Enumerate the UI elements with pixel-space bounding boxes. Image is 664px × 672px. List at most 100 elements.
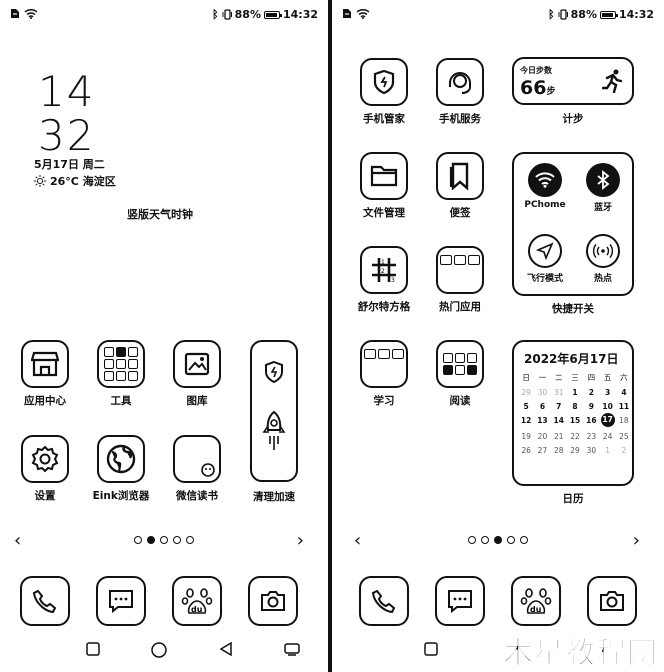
app-wechat-read[interactable]: 微信读书 bbox=[165, 435, 229, 503]
calendar-day[interactable]: 16 bbox=[586, 416, 597, 425]
globe-icon bbox=[106, 444, 136, 474]
app-center[interactable]: 应用中心 bbox=[13, 340, 77, 408]
calendar-day-today[interactable]: 17 bbox=[600, 413, 615, 427]
calendar-day[interactable]: 1 bbox=[572, 388, 578, 397]
wifi-toggle[interactable]: PChome bbox=[518, 163, 572, 210]
page-dot-active[interactable] bbox=[494, 536, 502, 544]
page-dot-active[interactable] bbox=[147, 536, 155, 544]
app-popular[interactable]: 热门应用 bbox=[428, 246, 492, 314]
calendar-day[interactable]: 10 bbox=[602, 402, 613, 411]
calendar-day[interactable]: 2 bbox=[588, 388, 594, 397]
calendar-day[interactable]: 26 bbox=[521, 446, 531, 455]
calendar-day[interactable]: 29 bbox=[570, 446, 580, 455]
dock-baidu[interactable]: du bbox=[165, 576, 229, 626]
dock-baidu[interactable]: du bbox=[504, 576, 568, 626]
calendar-day[interactable]: 29 bbox=[521, 388, 531, 397]
calendar-day[interactable]: 7 bbox=[556, 402, 562, 411]
calendar-weekday: 日 bbox=[522, 373, 530, 382]
bookmark-icon bbox=[449, 162, 469, 190]
app-settings[interactable]: 设置 bbox=[13, 435, 77, 503]
svg-text:2: 2 bbox=[381, 268, 385, 275]
calendar-day[interactable]: 21 bbox=[553, 432, 564, 441]
calendar-day[interactable]: 20 bbox=[537, 432, 548, 441]
keyboard-toggle-icon[interactable] bbox=[284, 642, 300, 656]
calendar-day[interactable]: 12 bbox=[520, 416, 532, 425]
dock-camera[interactable] bbox=[580, 576, 644, 626]
calendar-day[interactable]: 19 bbox=[521, 432, 531, 441]
calendar-day[interactable]: 27 bbox=[537, 446, 548, 455]
app-tools[interactable]: 工具 bbox=[89, 340, 153, 408]
prev-page-button[interactable]: ‹ bbox=[14, 530, 22, 551]
weather-text: 26°C 海淀区 bbox=[50, 175, 116, 188]
calendar-day[interactable]: 9 bbox=[588, 402, 594, 411]
calendar-day[interactable]: 1 bbox=[605, 446, 611, 455]
home-icon[interactable] bbox=[151, 642, 167, 658]
calendar-day[interactable]: 31 bbox=[553, 388, 564, 397]
step-counter-widget[interactable]: 今日步数 66步 bbox=[512, 57, 634, 105]
calendar-weekday: 二 bbox=[554, 373, 563, 382]
calendar-day[interactable]: 6 bbox=[539, 402, 546, 411]
back-icon[interactable] bbox=[219, 642, 233, 656]
study-folder-icon bbox=[364, 349, 404, 359]
calendar-day[interactable]: 13 bbox=[537, 416, 548, 425]
airplane-toggle[interactable]: 飞行模式 bbox=[518, 234, 572, 284]
calendar-day[interactable]: 14 bbox=[553, 416, 564, 425]
app-reading[interactable]: 阅读 bbox=[428, 340, 492, 408]
calendar-day[interactable]: 11 bbox=[618, 402, 630, 411]
store-icon bbox=[31, 351, 59, 377]
clean-speed-widget[interactable] bbox=[250, 340, 298, 482]
calendar-day[interactable]: 23 bbox=[586, 432, 597, 441]
page-dot[interactable] bbox=[134, 536, 142, 544]
dock-phone[interactable] bbox=[352, 576, 416, 626]
calendar-day[interactable]: 2 bbox=[621, 446, 627, 455]
page-dot[interactable] bbox=[186, 536, 194, 544]
paw-du-icon: du bbox=[181, 588, 213, 614]
step-label: 今日步数 bbox=[520, 66, 552, 75]
status-bar: ᛒ 88% 14:32 bbox=[342, 8, 654, 24]
page-dot[interactable] bbox=[481, 536, 489, 544]
calendar-day[interactable]: 30 bbox=[586, 446, 597, 455]
dock-messages[interactable] bbox=[89, 576, 153, 626]
calendar-day[interactable]: 4 bbox=[621, 388, 627, 397]
app-notes[interactable]: 便签 bbox=[428, 152, 492, 220]
clock-widget[interactable]: 14 32 bbox=[38, 70, 95, 158]
app-label: 舒尔特方格 bbox=[357, 301, 411, 313]
dock-messages[interactable] bbox=[428, 576, 492, 626]
dock-phone[interactable] bbox=[13, 576, 77, 626]
page-dot[interactable] bbox=[507, 536, 515, 544]
app-phone-service[interactable]: 手机服务 bbox=[428, 58, 492, 126]
recent-apps-icon[interactable] bbox=[424, 642, 438, 656]
calendar-day[interactable]: 18 bbox=[619, 416, 629, 425]
calendar-day[interactable]: 25 bbox=[619, 432, 629, 441]
notification-icon bbox=[343, 9, 351, 18]
page-dot[interactable] bbox=[160, 536, 168, 544]
app-file-manager[interactable]: 文件管理 bbox=[352, 152, 416, 220]
page-dot[interactable] bbox=[520, 536, 528, 544]
dock-camera[interactable] bbox=[241, 576, 305, 626]
calendar-day[interactable]: 15 bbox=[569, 416, 581, 425]
page-dot[interactable] bbox=[173, 536, 181, 544]
calendar-day[interactable]: 24 bbox=[602, 432, 613, 441]
calendar-day[interactable]: 22 bbox=[570, 432, 580, 441]
next-page-button[interactable]: › bbox=[632, 530, 640, 551]
bluetooth-label: 蓝牙 bbox=[593, 203, 612, 213]
bluetooth-toggle[interactable]: 蓝牙 bbox=[576, 163, 630, 213]
popular-folder-icon bbox=[440, 255, 480, 265]
prev-page-button[interactable]: ‹ bbox=[354, 530, 362, 551]
calendar-day[interactable]: 8 bbox=[572, 402, 578, 411]
app-eink-browser[interactable]: Eink浏览器 bbox=[89, 435, 153, 503]
app-study[interactable]: 学习 bbox=[352, 340, 416, 408]
calendar-day[interactable]: 3 bbox=[605, 388, 611, 397]
hotspot-toggle[interactable]: 热点 bbox=[576, 234, 630, 284]
page-dot[interactable] bbox=[468, 536, 476, 544]
app-gallery[interactable]: 图库 bbox=[165, 340, 229, 408]
calendar-day[interactable]: 5 bbox=[523, 402, 529, 411]
calendar-day[interactable]: 28 bbox=[553, 446, 564, 455]
next-page-button[interactable]: › bbox=[296, 530, 304, 551]
recent-apps-icon[interactable] bbox=[86, 642, 100, 656]
calendar-day[interactable]: 30 bbox=[537, 388, 548, 397]
battery-percent: 88% bbox=[570, 8, 597, 21]
app-phone-manager[interactable]: 手机管家 bbox=[352, 58, 416, 126]
